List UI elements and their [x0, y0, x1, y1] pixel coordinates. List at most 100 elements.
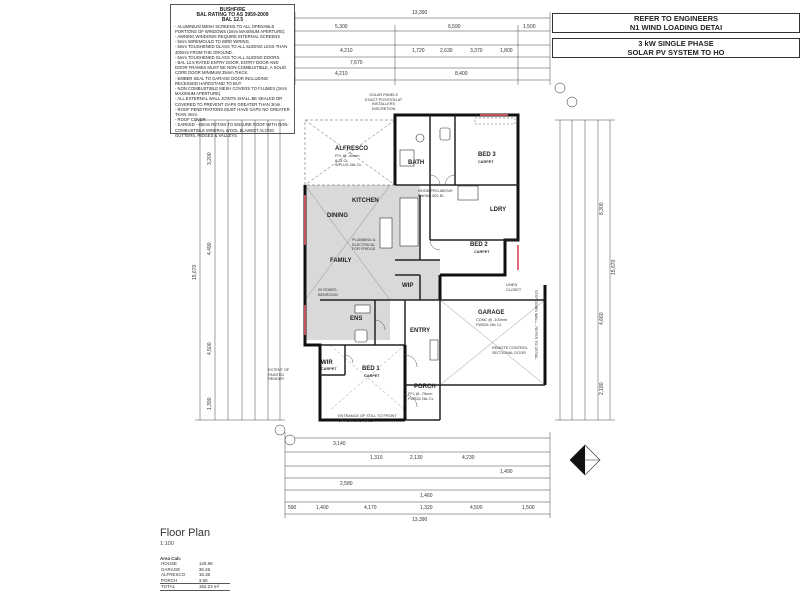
dim-bottom-misc: 1,490	[500, 469, 513, 475]
room-bed3-detail: CARPET	[478, 160, 494, 164]
room-ens: ENS	[350, 316, 363, 322]
hob-note: HOOD PRO ABOVE ENRAD 601 EL	[418, 189, 453, 198]
room-garage-detail: CONC @ -100mm FWS26 28c CL	[476, 318, 508, 327]
robe-note: 20 ROBES BEDROOM	[318, 288, 338, 297]
room-wir-detail: CARPET	[321, 367, 337, 371]
area-total-value: 182.23 m²	[197, 583, 230, 591]
dim-left-part: 3,200	[207, 152, 213, 165]
dim-top-misc: 7,670	[350, 60, 363, 66]
room-bed1-detail: CARPET	[364, 374, 380, 378]
dim-top-misc: 1,800	[500, 48, 513, 54]
room-dining: DINING	[327, 213, 348, 219]
plan-title: Floor Plan	[160, 527, 211, 539]
dim-top-misc: 4,210	[340, 48, 353, 54]
room-bed2: BED 2	[470, 242, 488, 248]
notes-title: BUSHFIRE	[219, 7, 246, 13]
dim-right-overall: 15,670	[611, 259, 617, 275]
dim-top-misc: 1,720	[412, 48, 425, 54]
garage-control-note: REMOTE CONTROL SECTIONAL DOOR	[492, 346, 528, 355]
dim-top-misc: 8,400	[455, 71, 468, 77]
garage-wall-note: STEPDOWN WALL - REFER TO DETAIL	[534, 290, 538, 360]
room-kitchen: KITCHEN	[352, 198, 379, 204]
notes-subtitle: BAL RATING TO AS 3959-2009	[196, 12, 269, 19]
windows	[304, 114, 519, 335]
dim-top-overall: 13,390	[412, 10, 428, 16]
dim-bottom-part: 1,400	[316, 505, 329, 511]
notes-line: - ALUMINIUM MESH SCREENS TO ALL OPENABLE…	[175, 23, 286, 34]
callout-solar: 3 kW SINGLE PHASE SOLAR PV SYSTEM TO HO	[552, 38, 800, 58]
dim-top-part: 1,500	[523, 24, 536, 30]
room-bed2-detail: CARPET	[474, 250, 490, 254]
right-dimension-lines	[555, 119, 615, 421]
callout-line: REFER TO ENGINEERS	[633, 14, 719, 23]
area-row-name: ALFRESCO	[161, 572, 186, 577]
plumbing-note: PLUMBING & ELECTRICAL FOR FRIDGE	[352, 238, 376, 251]
callout-line: N1 WIND LOADING DETAI	[629, 22, 723, 32]
dim-left-overall: 15,670	[192, 264, 198, 280]
dim-bottom-misc: 1,460	[420, 493, 433, 499]
dim-bottom-part: 1,320	[420, 505, 433, 511]
room-wir: WIR	[321, 360, 333, 366]
callout-line: SOLAR PV SYSTEM TO HO	[627, 47, 725, 57]
section-markers	[274, 82, 578, 446]
notes-line: - 5mm TOUGHENED GLASS TO ALL SLIDING LES…	[175, 44, 288, 55]
dim-bottom-overall: 13,390	[412, 517, 428, 523]
north-arrow	[569, 444, 601, 476]
room-bed3: BED 3	[478, 152, 496, 158]
room-bath: BATH	[408, 160, 425, 166]
area-row-value: 126.96	[198, 561, 213, 566]
dim-bottom-misc: 2,580	[340, 481, 353, 487]
entry-note: ENTRANCE OF STILL TO FRONT OF FEATURE WA…	[338, 414, 397, 423]
dim-top-misc: 2,630	[440, 48, 453, 54]
room-alfresco: ALFRESCO	[335, 146, 368, 152]
bushfire-notes-box: BUSHFIRE BAL RATING TO AS 3959-2009 BAL …	[170, 4, 295, 138]
notes-list: - ALUMINIUM MESH SCREENS TO ALL OPENABLE…	[175, 24, 290, 138]
dim-bottom-misc: 4,230	[462, 455, 475, 461]
notes-bal: BAL 12.5	[221, 17, 244, 24]
callout-engineers: REFER TO ENGINEERS N1 WIND LOADING DETAI	[552, 13, 800, 33]
dim-right-part: 4,660	[599, 312, 605, 325]
dim-left-part: 4,490	[207, 242, 213, 255]
area-row-name: PORCH	[161, 577, 178, 583]
dim-right-part: 2,180	[599, 382, 605, 395]
notes-line: - 5mm WIREMOULD TO BIRD WIRING.	[175, 39, 250, 45]
dim-bottom-misc: 1,310	[370, 455, 383, 461]
area-total-row: TOTAL 182.23 m²	[160, 583, 230, 591]
room-alfresco-detail: FFL @ -40mm 8.25 CL WPLUS 28c CL	[335, 154, 362, 167]
room-wip: WIP	[402, 283, 414, 289]
notes-line: - BAL 12.5 RATED ENTRY DOOR, ENTRY DOOR …	[175, 60, 287, 76]
extent-render-note: EXTENT OF PAINTED RENDER	[268, 368, 290, 381]
solar-panel-note: SOLAR PANELS EXACT POSITION AT INSTALLER…	[365, 93, 403, 111]
room-ldry: LDRY	[490, 207, 507, 213]
area-calc-heading: Area Calc	[160, 556, 181, 561]
dim-right-part: 8,300	[599, 202, 605, 215]
dim-bottom-part: 1,500	[522, 505, 535, 511]
door-swings	[344, 174, 456, 408]
left-dimension-lines	[195, 119, 285, 421]
area-row-value: 36.26	[198, 566, 211, 572]
dim-top-misc: 3,370	[470, 48, 483, 54]
notes-line: - ROOF PENETRATIONS MUST HAVE GAPS NO GR…	[175, 106, 290, 118]
dim-top-part: 5,300	[335, 24, 348, 30]
bottom-dimension-lines	[284, 432, 551, 518]
top-dimension-lines	[294, 12, 551, 85]
notes-line: - 5mm TOUGHENED GLASS TO ALL SLIDING DOO…	[175, 54, 281, 60]
area-total-label: TOTAL	[160, 583, 198, 591]
dim-bottom-part: 590	[288, 505, 297, 511]
dim-top-part: 6,590	[448, 24, 461, 30]
plan-scale: 1:100	[160, 541, 174, 547]
area-row-value: 3.65	[198, 577, 208, 583]
notes-line: - SARKED - 65mm RETAIN TO ENSURE ROOF WI…	[175, 122, 289, 138]
room-entry: ENTRY	[410, 328, 431, 334]
room-porch: PORCH	[414, 384, 436, 390]
dim-bottom-misc: 2,130	[410, 455, 423, 461]
notes-line: - EMBER SEAL TO GARAGE DOOR INCLUDING RE…	[175, 75, 268, 86]
dim-bottom-part: 4,500	[470, 505, 483, 511]
notes-line: - AWNING WINDOWS REQUIRE INTERNAL SCREEN…	[175, 34, 281, 40]
area-row: PORCH 3.65	[160, 578, 230, 584]
room-family: FAMILY	[330, 258, 352, 264]
